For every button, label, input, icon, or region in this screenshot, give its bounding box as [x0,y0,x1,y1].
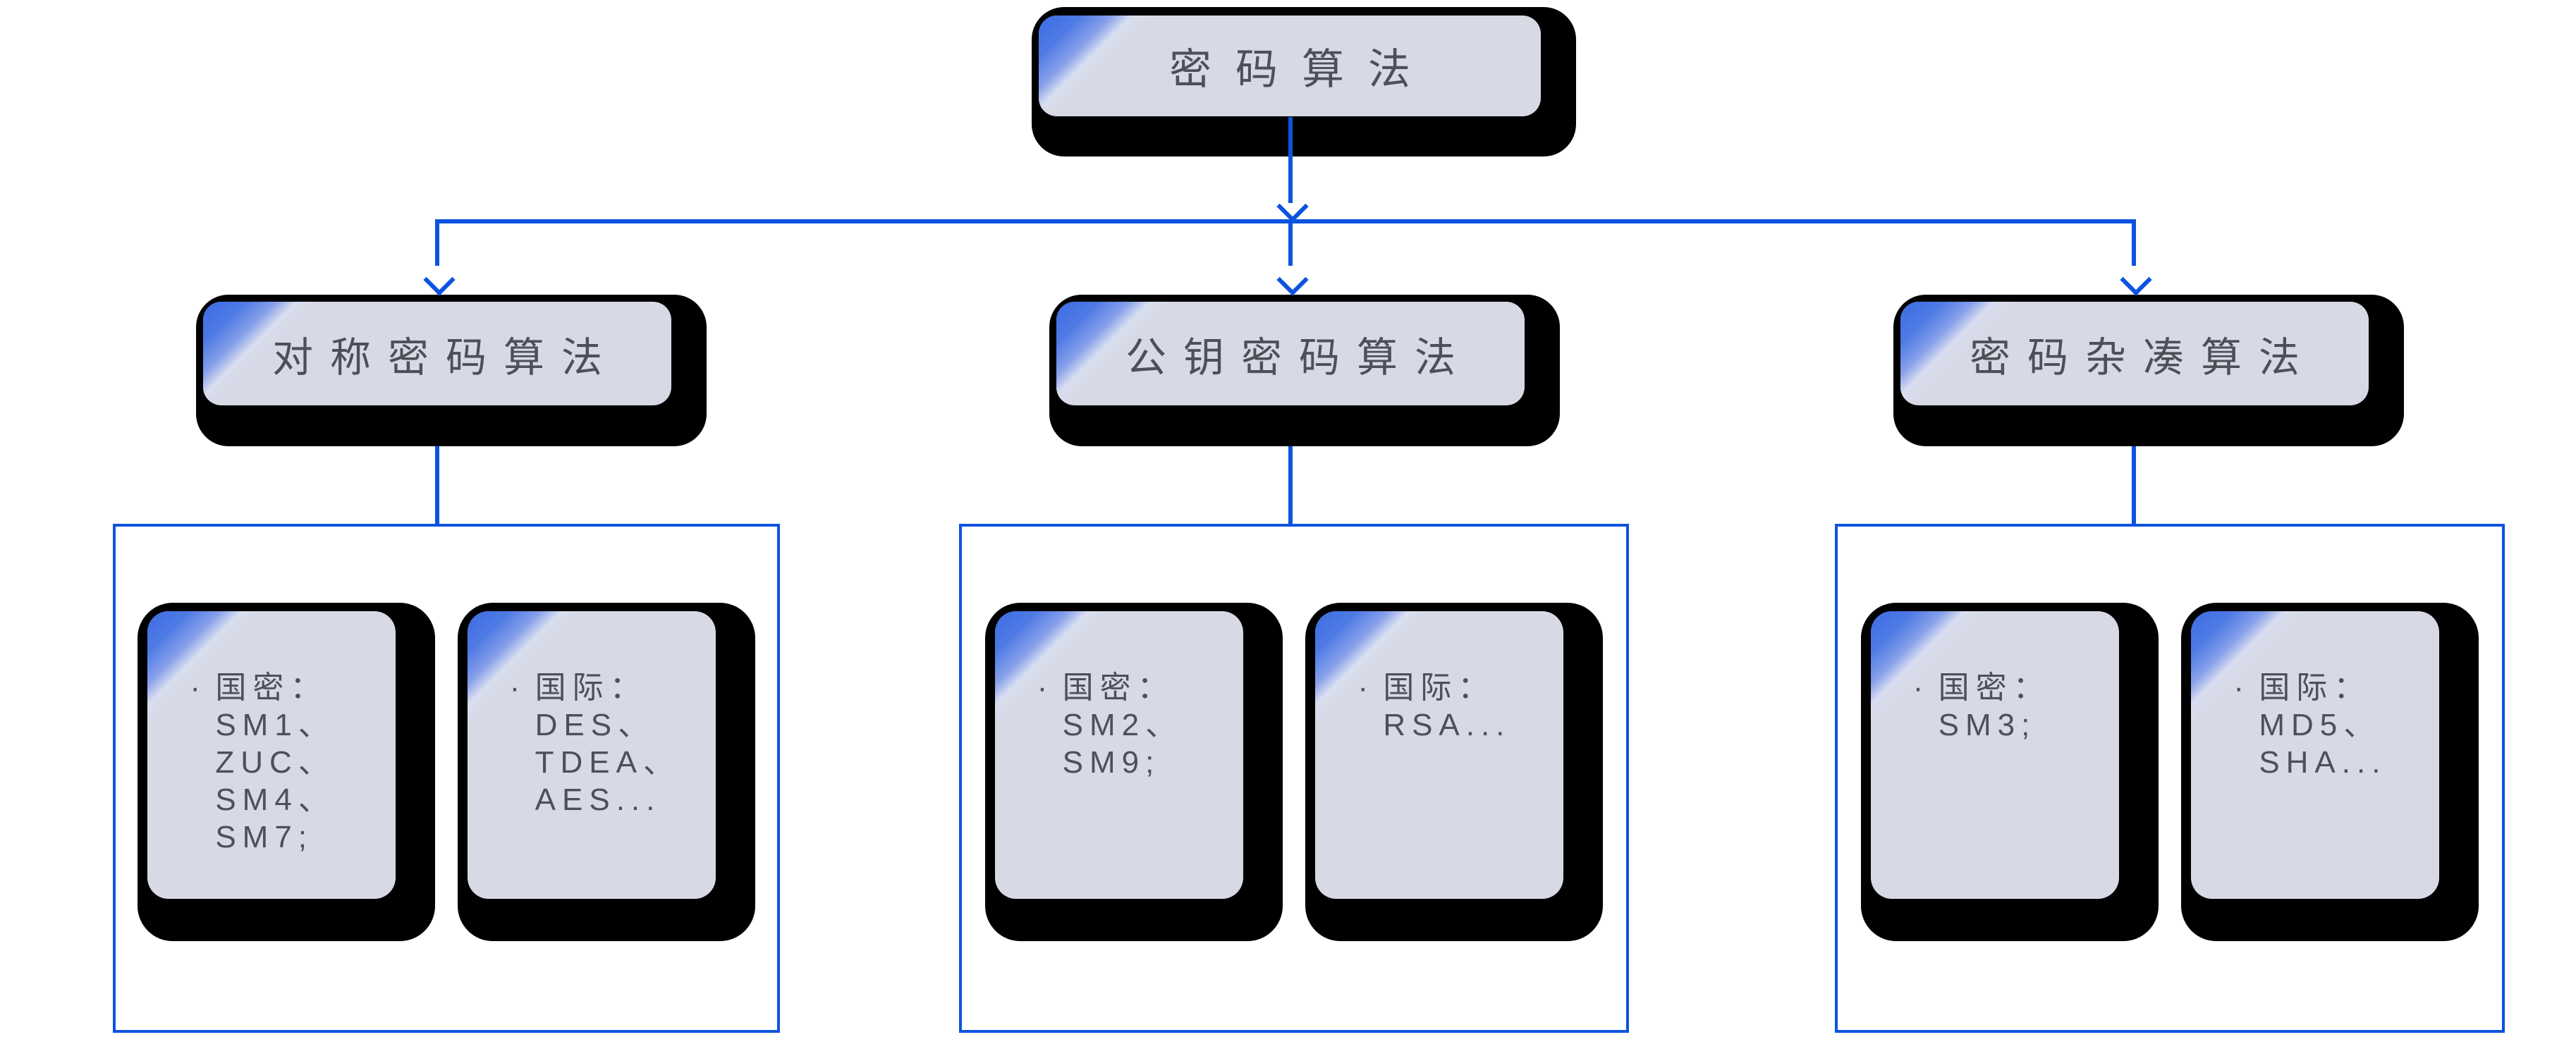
card-label-line: · 国密： [1913,669,2112,706]
card-item: SM3; [1938,708,2037,742]
card-text: · 国密： SM3; [1871,611,2119,744]
card-text: · 国际： MD5、 SHA... [2191,611,2439,781]
card-text: · 国际： RSA... [1315,611,1563,744]
branch-node-public-key-label: 公钥密码算法 [1125,334,1472,381]
card-text: · 国密： SM2、 SM9; [995,611,1243,781]
card-text: · 国际： DES、 TDEA、 AES... [468,611,716,818]
card-item: SM9; [1062,745,1161,780]
connector-root-trunk [1288,117,1293,203]
connector-drop-left [435,223,439,266]
card-item: SM4、 [215,783,336,817]
bullet-dot: · [509,670,520,705]
card-item: SM2、 [1062,708,1183,742]
branch-node-symmetric-shadow: 对称密码算法 [196,295,707,446]
card-label: 国际： [1383,670,1496,705]
bullet-dot: · [2233,670,2244,705]
card-item: RSA... [1383,708,1511,742]
branch-node-symmetric-label: 对称密码算法 [271,334,619,381]
card-hash-international-shadow: · 国际： MD5、 SHA... [2181,603,2479,941]
card-label: 国际： [535,670,647,705]
card-public-key-domestic-shadow: · 国密： SM2、 SM9; [984,603,1283,941]
card-label: 国密： [1062,670,1175,705]
arrowhead-drop-right [2120,264,2152,296]
card-public-key-international: · 国际： RSA... [1315,611,1564,899]
root-node-shadow: 密码算法 [1032,7,1576,157]
branch-node-public-key: 公钥密码算法 [1056,302,1525,405]
card-item: SM7; [215,820,314,854]
card-item: SM1、 [215,708,336,742]
card-item: AES... [535,783,661,817]
group-hash: · 国密： SM3; · 国际： MD5、 SHA... [1835,524,2505,1033]
card-item: TDEA、 [535,745,681,780]
connector-drop-middle [1288,223,1293,266]
root-node: 密码算法 [1039,16,1541,116]
connector-hash-group [2132,446,2136,524]
card-symmetric-international-shadow: · 国际： DES、 TDEA、 AES... [457,603,755,941]
connector-rail [435,219,2136,223]
card-symmetric-domestic: · 国密： SM1、 ZUC、 SM4、 SM7; [147,611,396,899]
card-item: MD5、 [2259,708,2381,742]
card-symmetric-domestic-shadow: · 国密： SM1、 ZUC、 SM4、 SM7; [138,603,436,941]
branch-node-hash-shadow: 密码杂凑算法 [1893,295,2404,446]
bullet-dot: · [1357,670,1368,705]
arrowhead-root-trunk [1276,190,1309,223]
bullet-dot: · [1037,670,1048,705]
card-public-key-domestic: · 国密： SM2、 SM9; [994,611,1243,899]
bullet-dot: · [1912,670,1924,705]
connector-public-key-group [1288,446,1293,524]
branch-node-symmetric: 对称密码算法 [203,302,671,405]
card-label-line: · 国际： [1357,669,1556,706]
arrowhead-drop-left [423,264,456,296]
root-node-label: 密码算法 [1169,46,1434,93]
connector-symmetric-group [435,446,439,524]
card-symmetric-international: · 国际： DES、 TDEA、 AES... [467,611,716,899]
branch-node-hash-label: 密码杂凑算法 [1969,334,2316,381]
card-label-line: · 国际： [2233,669,2432,706]
card-label-line: · 国密： [1037,669,1236,706]
connector-drop-right [2132,223,2136,266]
branch-node-public-key-shadow: 公钥密码算法 [1049,295,1560,446]
card-label-line: · 国际： [510,669,709,706]
group-symmetric: · 国密： SM1、 ZUC、 SM4、 SM7; · 国际： DES、 TDEA、… [113,524,780,1033]
group-public-key: · 国密： SM2、 SM9; · 国际： RSA... [959,524,1629,1033]
card-item: SHA... [2259,745,2387,780]
card-label: 国密： [1938,670,2051,705]
card-text: · 国密： SM1、 ZUC、 SM4、 SM7; [147,611,396,856]
branch-node-hash: 密码杂凑算法 [1900,302,2369,405]
card-hash-domestic: · 国密： SM3; [1870,611,2119,899]
card-hash-domestic-shadow: · 国密： SM3; [1860,603,2159,941]
card-label: 国密： [215,670,328,705]
card-label-line: · 国密： [190,669,389,706]
card-hash-international: · 国际： MD5、 SHA... [2191,611,2440,899]
bullet-dot: · [190,670,200,705]
card-item: ZUC、 [215,745,336,780]
card-label: 国际： [2259,670,2371,705]
card-item: DES、 [535,708,656,742]
arrowhead-drop-middle [1276,264,1309,296]
card-public-key-international-shadow: · 国际： RSA... [1305,603,1604,941]
